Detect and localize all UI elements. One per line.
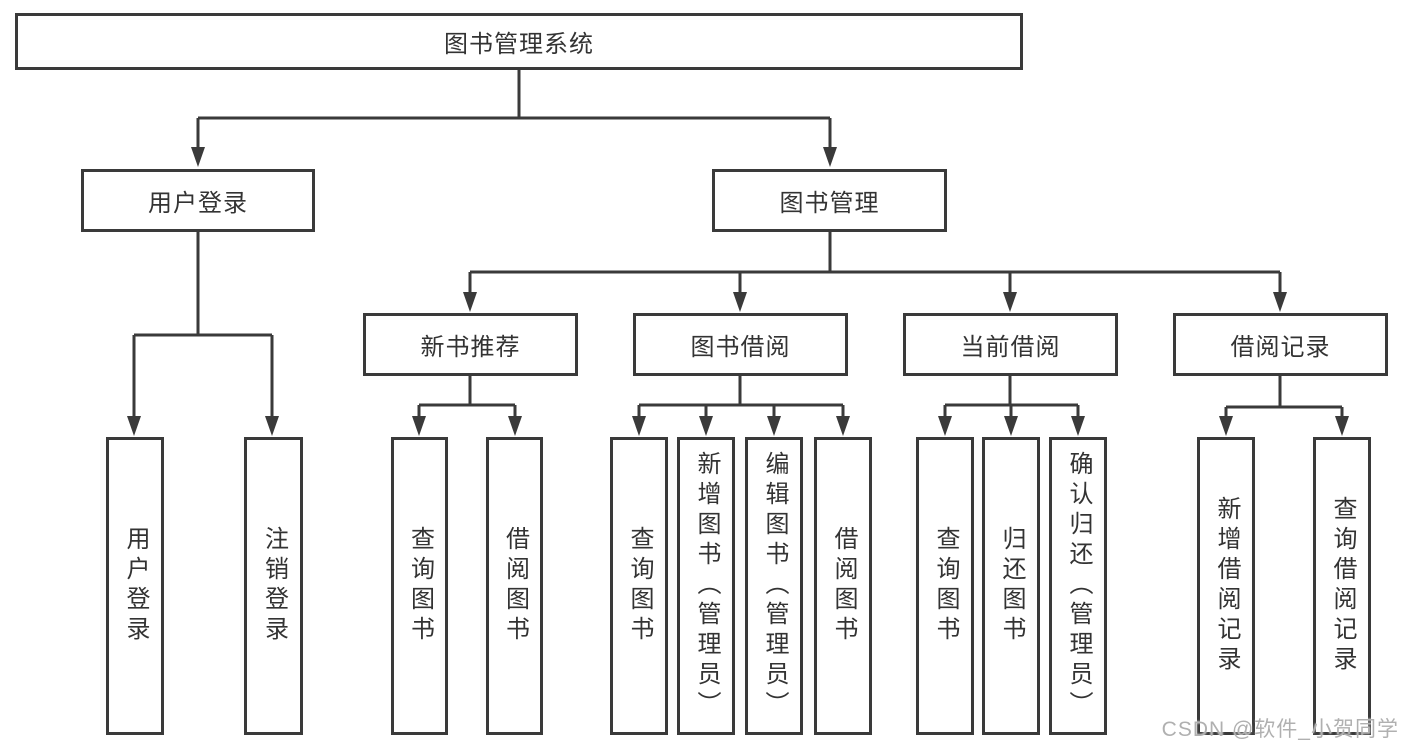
node-label: 归还图书	[998, 526, 1025, 646]
leaf-records-query-record: 查询借阅记录	[1313, 437, 1371, 735]
leaf-borrow-borrow-books: 借阅图书	[814, 437, 872, 735]
node-label: 借阅图书	[830, 526, 857, 646]
node-label: 图书管理	[779, 190, 880, 217]
node-system-root: 图书管理系统	[15, 13, 1023, 70]
node-label: 借阅图书	[501, 526, 529, 646]
node-label: 新增图书（管理员）	[693, 451, 720, 721]
leaf-borrow-edit-books-admin: 编辑图书（管理员）	[745, 437, 803, 735]
node-new-book-recommend: 新书推荐	[363, 313, 578, 376]
leaf-current-return-books: 归还图书	[982, 437, 1040, 735]
node-label: 图书借阅	[690, 334, 791, 361]
node-label: 新书推荐	[420, 334, 521, 361]
node-label: 编辑图书（管理员）	[761, 451, 788, 721]
node-label: 用户登录	[122, 526, 149, 646]
node-label: 注销登录	[260, 526, 288, 646]
node-label: 图书管理系统	[444, 31, 594, 58]
node-label: 用户登录	[148, 190, 248, 217]
node-user-login: 用户登录	[81, 169, 315, 232]
node-label: 当前借阅	[960, 334, 1061, 361]
leaf-newbook-borrow-books: 借阅图书	[486, 437, 543, 735]
leaf-user-login: 用户登录	[106, 437, 164, 735]
node-label: 查询借阅记录	[1329, 496, 1356, 676]
leaf-newbook-query-books: 查询图书	[391, 437, 448, 735]
node-book-management: 图书管理	[712, 169, 947, 232]
leaf-borrow-query-books: 查询图书	[610, 437, 668, 735]
leaf-borrow-add-books-admin: 新增图书（管理员）	[677, 437, 735, 735]
csdn-watermark: CSDN @软件_小贺同学	[1161, 718, 1399, 741]
leaf-logout-login: 注销登录	[244, 437, 303, 735]
connector-paths	[132, 70, 1344, 419]
node-book-borrow: 图书借阅	[633, 313, 848, 376]
node-label: 新增借阅记录	[1213, 496, 1240, 676]
leaf-records-add-record: 新增借阅记录	[1197, 437, 1255, 735]
connector-arrowheads	[127, 147, 1349, 436]
node-current-borrow: 当前借阅	[903, 313, 1118, 376]
leaf-current-query-books: 查询图书	[916, 437, 974, 735]
node-borrow-records: 借阅记录	[1173, 313, 1388, 376]
node-label: 借阅记录	[1230, 334, 1331, 361]
node-label: 查询图书	[932, 526, 959, 646]
node-label: 查询图书	[626, 526, 653, 646]
leaf-current-confirm-return-admin: 确认归还（管理员）	[1049, 437, 1107, 735]
node-label: 确认归还（管理员）	[1065, 451, 1092, 721]
node-label: 查询图书	[406, 526, 434, 646]
